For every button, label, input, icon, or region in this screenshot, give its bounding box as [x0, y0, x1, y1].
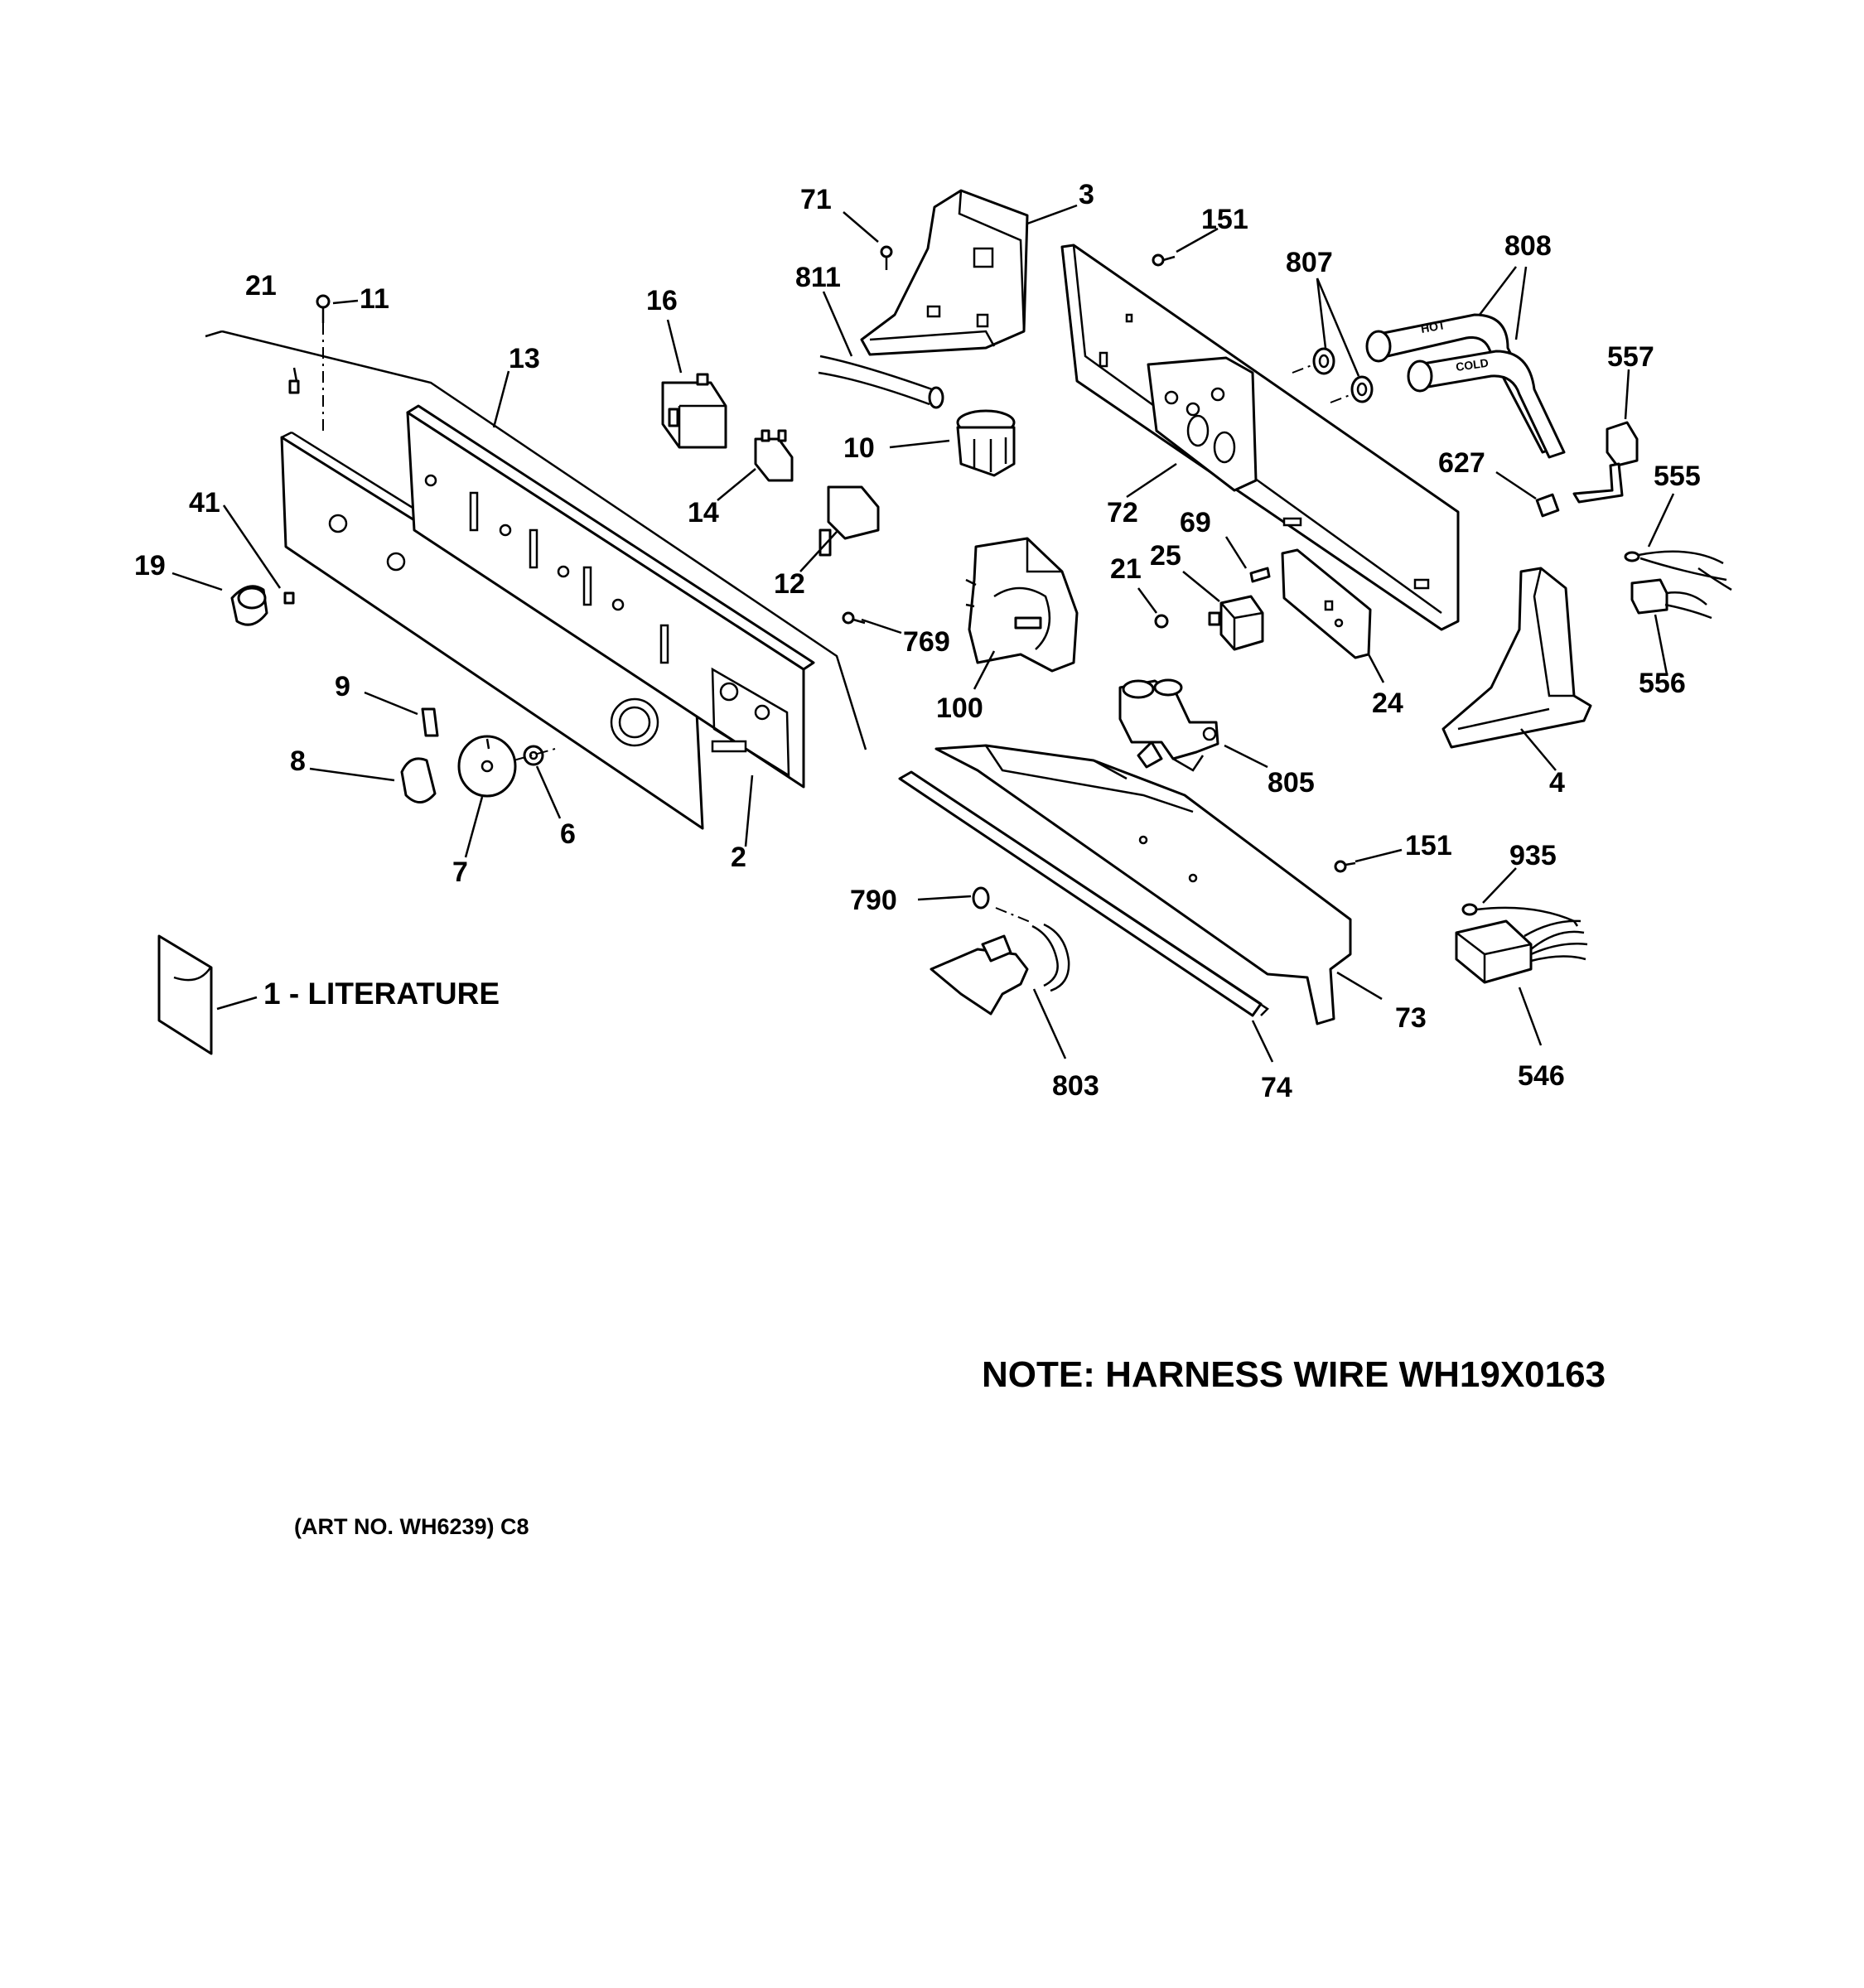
washer-807b [1350, 375, 1374, 403]
screw-11 [316, 294, 331, 431]
knob-19 [230, 585, 268, 626]
callout-769: 769 [903, 626, 950, 658]
dial-7 [457, 735, 517, 798]
literature-sheet [157, 934, 213, 1055]
callout-12: 12 [774, 568, 805, 600]
art-number: (ART NO. WH6239) C8 [294, 1514, 529, 1539]
leader-2 [744, 774, 754, 847]
callout-808: 808 [1504, 230, 1552, 262]
nut-6 [523, 745, 544, 766]
hose-cold-text: COLD [1455, 356, 1490, 374]
switch-14 [754, 429, 794, 482]
callout-803: 803 [1052, 1070, 1099, 1102]
lower-panel-73 [934, 744, 1352, 1025]
callout-14: 14 [688, 497, 719, 528]
callout-16: 16 [646, 285, 678, 316]
callout-24: 24 [1372, 688, 1403, 719]
callout-9: 9 [335, 671, 350, 702]
callout-labels: 71 3 151 807 808 21 11 811 16 13 557 10 … [134, 179, 1701, 1103]
spring-41 [283, 591, 295, 605]
panel-outline-guide [221, 330, 867, 750]
screw-21a [288, 367, 300, 394]
harness-note: NOTE: HARNESS WIRE WH19X0163 [982, 1354, 1606, 1395]
callout-69: 69 [1180, 507, 1211, 538]
lower-panel-74 [898, 770, 1269, 1017]
screw-151b [1334, 860, 1356, 873]
callout-935: 935 [1509, 840, 1557, 871]
connector-557 [1572, 421, 1639, 504]
callout-41: 41 [189, 487, 220, 519]
callout-151b: 151 [1405, 830, 1452, 861]
callout-72: 72 [1107, 497, 1138, 528]
tube-811 [818, 355, 944, 409]
callout-7: 7 [452, 856, 468, 888]
callout-546: 546 [1518, 1060, 1565, 1092]
callout-10: 10 [843, 432, 875, 464]
switch-16 [661, 373, 727, 449]
callout-6: 6 [560, 818, 576, 850]
backsplash-rear-panel-72 [1060, 244, 1460, 631]
callout-807: 807 [1286, 247, 1333, 278]
washer-807a [1312, 347, 1335, 375]
hose-803 [930, 923, 1070, 1016]
callout-74: 74 [1261, 1072, 1292, 1103]
relay-25 [1208, 595, 1264, 651]
callout-25: 25 [1150, 540, 1181, 572]
water-valve-805 [1118, 678, 1219, 772]
callout-811: 811 [795, 262, 841, 293]
screw-69 [1249, 567, 1271, 583]
callout-13: 13 [509, 343, 540, 374]
inlet-hose-808-cold: COLD [1407, 350, 1566, 459]
knob-8 [400, 757, 437, 803]
hose-hot-text: HOT [1420, 318, 1446, 335]
callout-73: 73 [1395, 1002, 1427, 1034]
callout-557: 557 [1607, 341, 1654, 373]
leader-13 [492, 370, 510, 428]
callout-71: 71 [800, 184, 832, 215]
screw-151a [1152, 253, 1176, 267]
callout-21b: 21 [1110, 553, 1142, 585]
screw-21b [1154, 614, 1169, 629]
callout-805: 805 [1268, 767, 1315, 799]
callout-556: 556 [1639, 668, 1686, 699]
leader-1 [216, 996, 258, 1011]
literature-label: 1 - LITERATURE [263, 977, 500, 1011]
clamp-790 [972, 886, 990, 910]
pressure-switch-10 [956, 409, 1016, 477]
callout-2: 2 [731, 842, 746, 873]
end-cap-bracket-3 [860, 189, 1029, 356]
switch-12 [819, 485, 880, 557]
connector-556 [1630, 578, 1712, 620]
callout-3: 3 [1079, 179, 1094, 210]
end-cap-bracket-4 [1441, 567, 1592, 749]
clip-9 [421, 707, 439, 737]
callout-8: 8 [290, 746, 306, 777]
callout-4: 4 [1549, 767, 1565, 799]
callout-151a: 151 [1201, 204, 1248, 235]
callout-11: 11 [360, 283, 389, 315]
callout-19: 19 [134, 550, 166, 581]
callout-21a: 21 [245, 270, 277, 302]
plug-627 [1535, 493, 1560, 518]
timer-100 [965, 537, 1079, 673]
screw-71 [880, 245, 893, 270]
callout-627: 627 [1438, 447, 1485, 479]
wire-935 [1461, 903, 1579, 927]
screw-769 [842, 611, 866, 625]
control-panel-backsplash [406, 404, 815, 789]
callout-100: 100 [936, 692, 983, 724]
callout-790: 790 [850, 885, 897, 916]
wire-lead-555 [1624, 550, 1732, 591]
callout-555: 555 [1654, 461, 1701, 492]
harness-connector-546 [1455, 919, 1588, 984]
